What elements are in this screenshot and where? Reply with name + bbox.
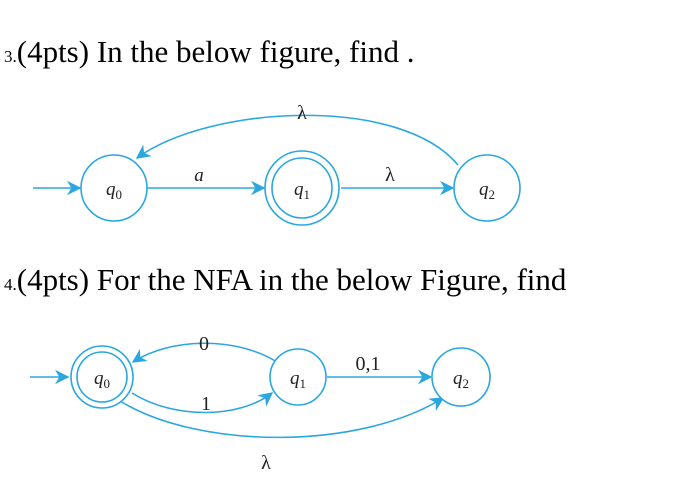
edge-q1-q0 — [131, 342, 278, 363]
edge-q0-q1 — [131, 392, 274, 414]
question-3-text: (4pts) In the below figure, find . — [16, 34, 415, 69]
question-4-text: (4pts) For the NFA in the below Figure, … — [16, 262, 567, 297]
state-q1: q1 — [269, 348, 327, 406]
state-q2: q2 — [431, 347, 491, 407]
state-q0: q0 — [70, 345, 134, 409]
edge-label-lambda-q1-q2: λ — [385, 164, 395, 186]
edge-label-01: 0,1 — [356, 353, 381, 375]
edge-q0-q2 — [119, 397, 445, 439]
state-q0: q0 — [80, 154, 148, 222]
state-q0-sub: 0 — [104, 376, 111, 391]
state-q1-sub: 1 — [300, 376, 307, 391]
state-q2-sub: 2 — [463, 376, 470, 391]
edge-label-0: 0 — [199, 333, 209, 355]
edge-label-lambda: λ — [261, 452, 271, 474]
state-q2-sub: 2 — [489, 187, 496, 202]
state-q2-name: q — [479, 179, 489, 200]
question-4: 4.(4pts) For the NFA in the below Figure… — [4, 262, 566, 298]
edge-label-a: a — [194, 165, 204, 186]
state-q1-sub: 1 — [304, 187, 311, 202]
question-3-number: 3. — [4, 47, 17, 66]
diagram-2: 0 1 0,1 λ q0 q1 q2 — [30, 333, 491, 474]
state-q0-name: q — [94, 368, 104, 389]
edge-q2-q0 — [135, 114, 459, 166]
svg-text:q2: q2 — [453, 368, 469, 391]
svg-text:q0: q0 — [94, 368, 110, 391]
svg-text:q0: q0 — [106, 179, 122, 202]
svg-text:q2: q2 — [479, 179, 495, 202]
svg-text:q1: q1 — [290, 368, 306, 391]
question-3: 3.(4pts) In the below figure, find . — [4, 34, 414, 70]
state-q1-name: q — [294, 179, 304, 200]
diagram-1: a λ λ q0 q1 q2 — [33, 102, 521, 226]
state-q1-name: q — [290, 368, 300, 389]
question-4-number: 4. — [4, 275, 17, 294]
state-q0-sub: 0 — [116, 187, 123, 202]
state-q2: q2 — [453, 154, 521, 222]
edge-label-lambda-q2-q0: λ — [297, 102, 307, 124]
edge-label-1: 1 — [201, 393, 211, 415]
state-q1: q1 — [264, 150, 340, 226]
svg-text:q1: q1 — [294, 179, 310, 202]
state-q2-name: q — [453, 368, 463, 389]
state-q0-name: q — [106, 179, 116, 200]
